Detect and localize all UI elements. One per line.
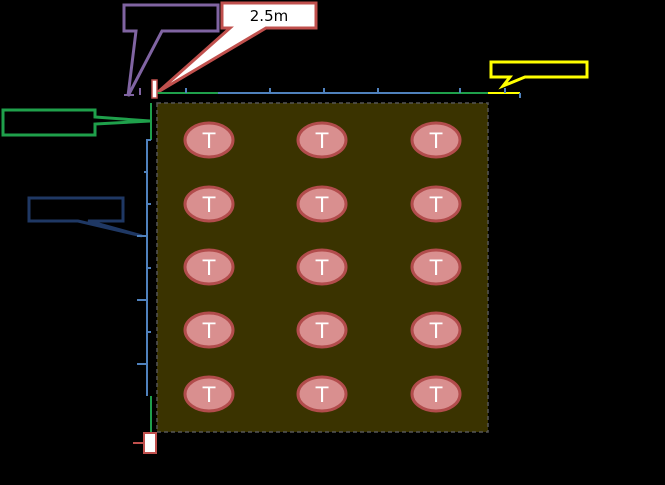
tree-label: T: [429, 129, 443, 153]
tree-circle: [410, 185, 462, 223]
tree-marker: T: [410, 185, 462, 223]
callout-left-green: [1, 108, 151, 137]
tree-label: T: [202, 319, 216, 343]
tree-label: T: [429, 383, 443, 407]
tree-marker: T: [296, 375, 348, 413]
tree-label: T: [429, 319, 443, 343]
tree-label: T: [202, 256, 216, 280]
tree-circle: [183, 311, 235, 349]
tree-label: T: [429, 193, 443, 217]
left-axis: [137, 103, 152, 432]
tree-circle: [296, 248, 348, 286]
tree-circle: [410, 121, 462, 159]
tree-circle: [410, 375, 462, 413]
tree-marker: T: [410, 375, 462, 413]
tree-label: T: [202, 129, 216, 153]
tree-marker: T: [183, 248, 235, 286]
callout-spacing: 2.5m: [157, 1, 318, 94]
top-axis: [124, 88, 521, 98]
callout-top-left: [122, 3, 220, 97]
tree-marker: T: [183, 375, 235, 413]
tree-label: T: [315, 129, 329, 153]
tree-label: T: [315, 193, 329, 217]
tree-marker: T: [296, 185, 348, 223]
tree-label: T: [429, 256, 443, 280]
tree-marker: T: [183, 311, 235, 349]
tree-label: T: [202, 383, 216, 407]
tree-marker: T: [183, 185, 235, 223]
tree-circle: [183, 375, 235, 413]
spacing-label: 2.5m: [250, 7, 288, 25]
tree-label: T: [315, 383, 329, 407]
tree-circle: [296, 375, 348, 413]
top-marker: [151, 79, 158, 99]
tree-circle: [296, 185, 348, 223]
tree-circle: [410, 248, 462, 286]
bottom-marker: [133, 432, 157, 454]
tree-marker: T: [296, 248, 348, 286]
tree-grid: T T T T T T T T T T T T T T T: [183, 121, 462, 413]
tree-circle: [183, 185, 235, 223]
tree-label: T: [202, 193, 216, 217]
tree-marker: T: [183, 121, 235, 159]
tree-circle: [296, 121, 348, 159]
tree-marker: T: [410, 121, 462, 159]
tree-label: T: [315, 256, 329, 280]
tree-circle: [183, 248, 235, 286]
tree-marker: T: [296, 311, 348, 349]
callout-left-blue: [27, 196, 143, 238]
callout-top-right: [489, 60, 589, 90]
tree-label: T: [315, 319, 329, 343]
tree-marker: T: [410, 311, 462, 349]
tree-circle: [410, 311, 462, 349]
tree-circle: [183, 121, 235, 159]
tree-circle: [296, 311, 348, 349]
tree-marker: T: [410, 248, 462, 286]
tree-marker: T: [296, 121, 348, 159]
